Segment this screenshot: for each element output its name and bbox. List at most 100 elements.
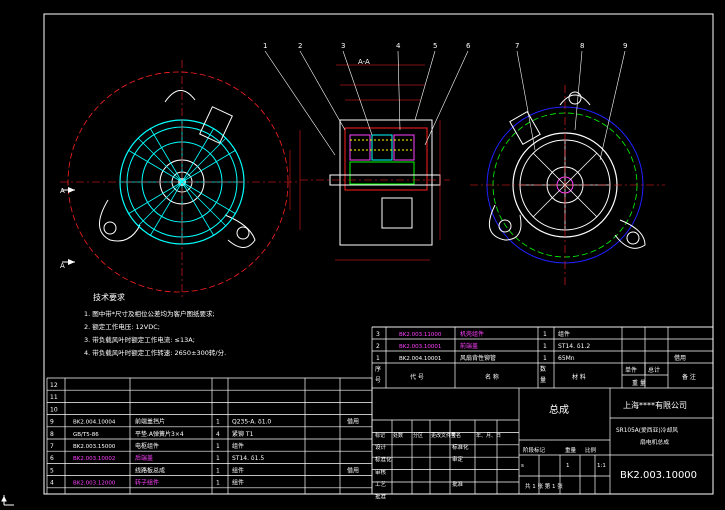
right-view bbox=[470, 85, 665, 285]
bom-left-material: Q235-A. δ1.0 bbox=[232, 419, 271, 426]
bom-left-name: 平垫.A弹簧片3×4 bbox=[135, 430, 184, 438]
bom-left-no: 7 bbox=[50, 443, 54, 450]
drawing-number: BK2.003.10000 bbox=[620, 470, 697, 481]
bom-left-no: 8 bbox=[50, 431, 54, 438]
bom-left-code: BK2.003.12000 bbox=[73, 481, 116, 487]
stage-header: 重量 bbox=[565, 446, 577, 454]
bom-left-code: BK2.003.10002 bbox=[73, 456, 115, 462]
bom-top-name: 风扇背性铆管 bbox=[460, 354, 496, 362]
batch-label: 批准 bbox=[452, 480, 464, 488]
bom-left-no: 4 bbox=[50, 480, 54, 487]
bom-top-no: 3 bbox=[376, 331, 380, 338]
callout-4: 4 bbox=[396, 42, 401, 50]
left-ear-1 bbox=[99, 199, 141, 242]
bom-left-material: ST14. δ1.5 bbox=[232, 455, 264, 462]
bom-header-material: 材 料 bbox=[572, 373, 586, 381]
callout-3: 3 bbox=[341, 42, 345, 50]
bom-left-note: 借用 bbox=[347, 466, 359, 474]
rev-header: 更改文件号 bbox=[431, 432, 456, 439]
bom-header-note: 备 注 bbox=[682, 373, 696, 381]
bom-left-name: 前端盖挡片 bbox=[135, 418, 165, 426]
bom-left-qty: 1 bbox=[216, 443, 220, 450]
bom-left-name: 后端盖 bbox=[135, 454, 153, 462]
bom-header-qty: 数 bbox=[540, 365, 546, 373]
callout-1: 1 bbox=[263, 42, 267, 50]
bom-left-no: 9 bbox=[50, 419, 54, 426]
bom-left-qty: 1 bbox=[216, 480, 220, 487]
signature-row: 设计 bbox=[375, 443, 387, 451]
company-name: 上海****有限公司 bbox=[623, 400, 687, 410]
bom-left-name: 转子组件 bbox=[135, 479, 159, 487]
section-mark: A-A bbox=[358, 58, 370, 66]
product-name: SR105A(爱西亚)冷却风 bbox=[616, 426, 678, 434]
bom-header-qty-2: 量 bbox=[540, 377, 546, 384]
bom-left-qty: 1 bbox=[216, 455, 220, 462]
bom-left-note: 借用 bbox=[347, 418, 359, 426]
bom-left-name: 线路板总成 bbox=[135, 466, 165, 474]
bom-left-no: 6 bbox=[50, 455, 54, 462]
callout-7: 7 bbox=[515, 42, 519, 50]
bom-header-name: 名 称 bbox=[485, 373, 499, 381]
left-view: A A bbox=[60, 60, 300, 300]
bom-left-code: BK2.004.10004 bbox=[73, 420, 116, 426]
bom-top-code: BK2.003.10001 bbox=[399, 344, 441, 350]
standardization-label: 标准化 bbox=[452, 443, 469, 451]
bom-top-qty: 1 bbox=[543, 331, 547, 338]
bom-left-no: 5 bbox=[50, 467, 54, 474]
drawing-title: 总成 bbox=[549, 403, 569, 416]
rev-header: 标记 bbox=[375, 432, 385, 439]
center-section-view: A-A bbox=[289, 58, 450, 261]
tech-line-1: 1. 图中带*尺寸及相位公差均为客户图纸要求; bbox=[84, 309, 215, 318]
bom-top-no: 2 bbox=[376, 343, 380, 350]
bom-header-single: 单件 bbox=[625, 366, 637, 374]
bom-top-no: 1 bbox=[376, 355, 380, 362]
bom-top-code: BK2.003.11000 bbox=[399, 332, 442, 338]
bom-top-note: 借用 bbox=[674, 354, 686, 362]
bom-left-no: 12 bbox=[50, 382, 58, 389]
left-section-arrows bbox=[62, 187, 75, 265]
bom-left-name: 电枢组件 bbox=[135, 442, 159, 450]
bom-left-qty: 1 bbox=[216, 467, 220, 474]
bom-left-material: 组件 bbox=[232, 479, 244, 487]
section-letter-top: A bbox=[60, 187, 65, 195]
bom-top-material: ST14. δ1.2 bbox=[558, 343, 590, 350]
bom-top-name: 前端盖 bbox=[460, 342, 478, 350]
bom-left-no: 10 bbox=[50, 406, 58, 413]
bom-left-no: 11 bbox=[50, 394, 58, 401]
bom-left-qty: 1 bbox=[216, 419, 220, 426]
bom-top-name: 机壳组件 bbox=[460, 330, 484, 338]
weight-value: 1 bbox=[566, 463, 570, 469]
callout-9: 9 bbox=[623, 42, 627, 50]
stage-header: 比例 bbox=[585, 446, 597, 454]
signature-row: 工艺 bbox=[375, 481, 387, 488]
bom-left-material: 紧铆 T1 bbox=[232, 430, 254, 438]
callout-6: 6 bbox=[466, 42, 471, 50]
tech-requirements: 技术要求 1. 图中带*尺寸及相位公差均为客户图纸要求; 2. 额定工作电压: … bbox=[84, 292, 226, 357]
callout-2: 2 bbox=[298, 42, 302, 50]
rev-header: 签名 bbox=[451, 432, 461, 439]
center-windings bbox=[349, 134, 415, 185]
section-letter-bottom: A bbox=[60, 262, 65, 270]
scale-value: 1:1 bbox=[597, 463, 606, 469]
bom-header-weight: 重 量 bbox=[632, 379, 646, 387]
signature-row: 标准化 bbox=[375, 455, 392, 463]
sheet-info: 共 1 张 第 1 张 bbox=[525, 482, 563, 490]
callout-8: 8 bbox=[580, 42, 584, 50]
tech-line-3: 3. 带负载风叶时额定工作电流: ≤13A; bbox=[84, 335, 195, 344]
rev-header: 分区 bbox=[413, 432, 423, 439]
bom-left-material: 组件 bbox=[232, 466, 244, 474]
center-bracket bbox=[381, 197, 413, 229]
bom-top-qty: 1 bbox=[543, 343, 547, 350]
bom-left-material: 组件 bbox=[232, 442, 244, 450]
bom-left-code: GB/T5-86 bbox=[73, 432, 99, 438]
bom-top-code: BK2.004.10001 bbox=[399, 356, 441, 362]
bom-top-material: 组件 bbox=[558, 330, 570, 338]
ucs-icon bbox=[1, 495, 14, 506]
drawing-frame bbox=[43, 13, 714, 495]
product-name-2: 扇电机总成 bbox=[640, 438, 669, 446]
tech-title: 技术要求 bbox=[93, 292, 125, 302]
